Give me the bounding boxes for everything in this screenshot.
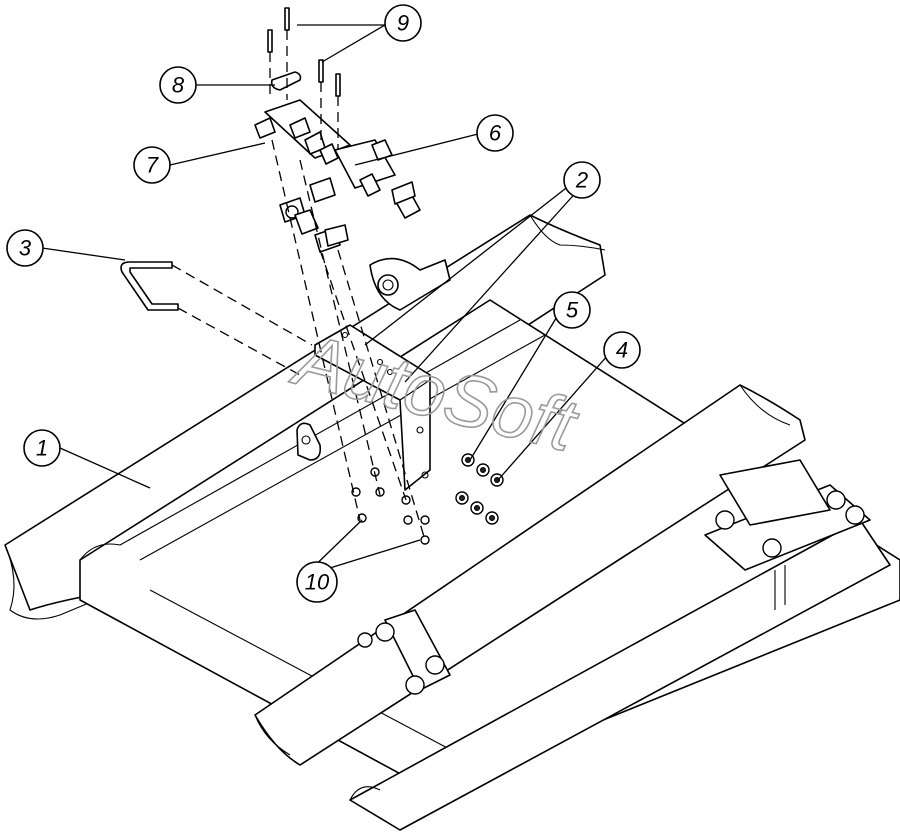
callout-6-label: 6 [489,121,502,146]
callout-1: 1 [23,429,61,467]
spring-beam [254,384,806,766]
callout-3-label: 3 [19,236,32,261]
mounting-pad [369,257,451,311]
valve-block [254,99,396,197]
callout-5: 5 [553,291,591,329]
callout-8-label: 8 [172,73,185,98]
cover-plate [270,71,302,91]
u-bolt [120,261,179,311]
callout-3: 3 [6,229,44,267]
callout-2-label: 2 [575,168,588,193]
callout-5-label: 5 [566,298,579,323]
callout-7-label: 7 [146,153,159,178]
saddle-clamp [296,422,322,461]
nuts-washers [351,453,504,545]
callout-10: 10 [296,561,338,603]
callout-6: 6 [476,114,514,152]
u-bolt-plate [704,459,871,610]
callout-7: 7 [133,146,171,184]
callout-10-label: 10 [305,570,330,595]
callout-9-label: 9 [397,11,409,36]
callout-2: 2 [563,161,601,199]
callout-1-label: 1 [36,436,48,461]
callout-9: 9 [384,4,422,42]
callout-8: 8 [159,66,197,104]
assembly-lines [171,30,426,541]
fittings [279,177,421,253]
leader-lines [41,24,609,579]
lower-beam [349,519,891,831]
callout-4: 4 [603,331,641,369]
callout-4-label: 4 [616,338,628,363]
spring-clamp [357,609,451,695]
